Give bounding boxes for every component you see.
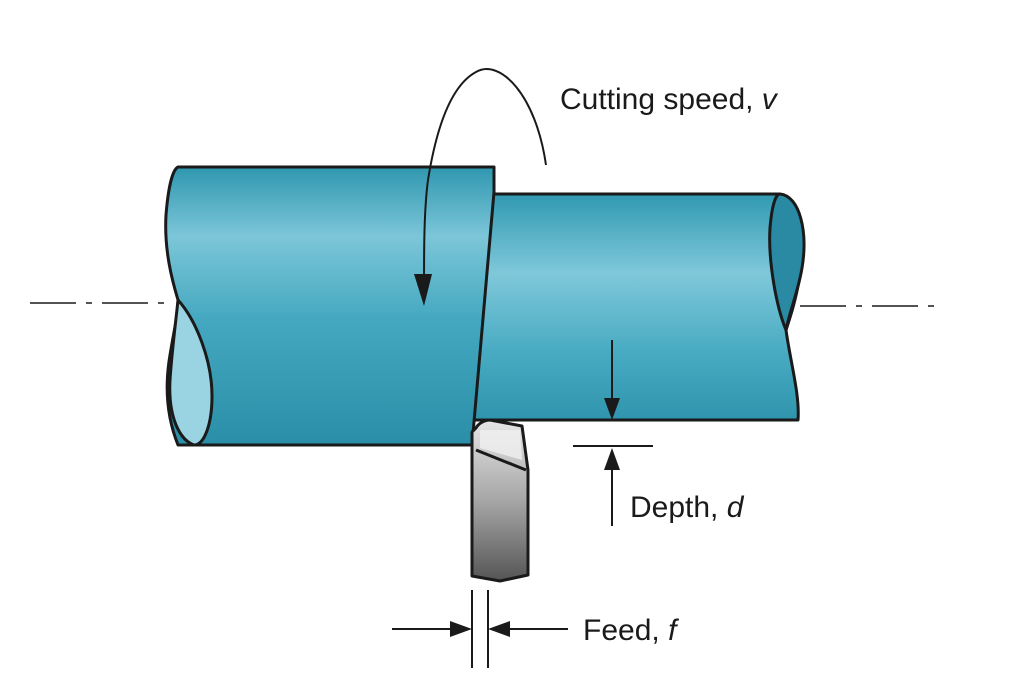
feed-arrowhead-right [488,621,510,637]
cutting-tool [470,418,530,583]
workpiece-uncut-section [164,165,496,447]
depth-arrowhead-top [604,398,620,420]
workpiece-right-end [768,192,806,336]
depth-label: Depth, d [630,491,745,524]
feed-label: Feed, f [583,614,679,647]
workpiece-machined-section [470,192,804,422]
cutting-speed-arrowhead [414,274,432,306]
cutting-tool-highlight [480,430,522,460]
cutting-speed-label: Cutting speed, v [560,83,779,116]
depth-arrowhead-bottom [604,448,620,470]
feed-arrowhead-left [450,621,472,637]
cutting-tool-face [475,448,527,472]
workpiece-left-end [168,296,214,447]
cutting-speed-arrow [423,68,547,287]
